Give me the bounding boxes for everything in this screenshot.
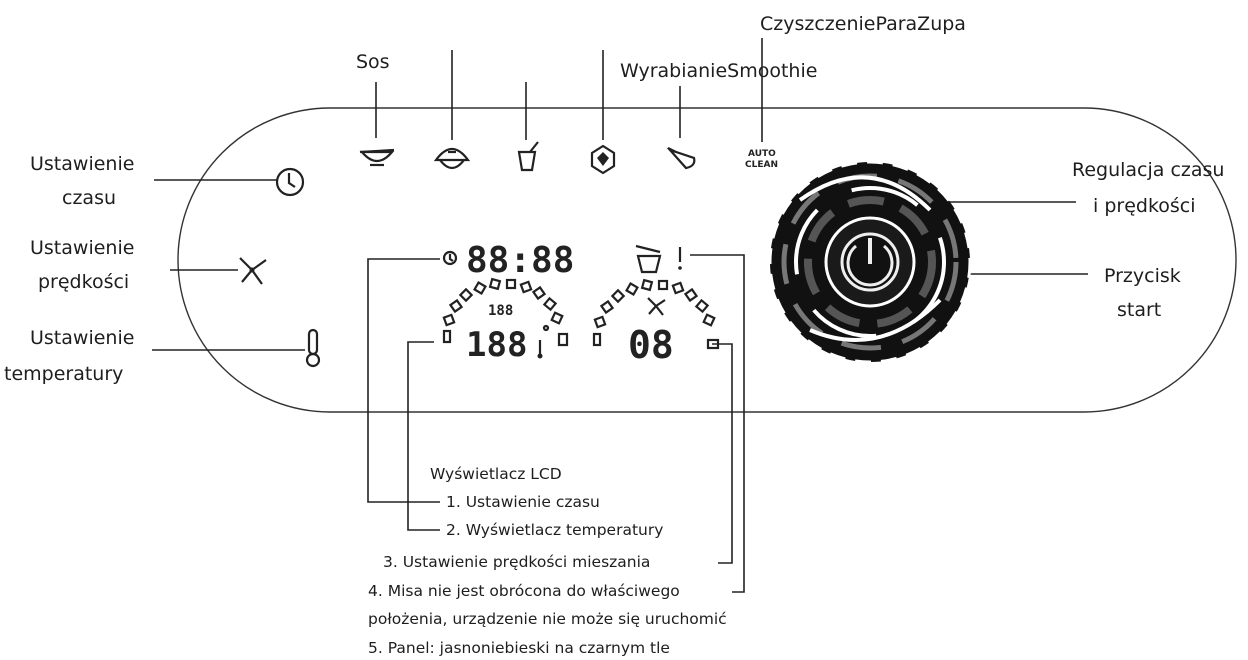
lcd-display: 88:88 188 188 [442,240,720,367]
soup-bowl-icon[interactable] [666,147,696,170]
label-start-1: Przycisk [1104,265,1181,287]
power-icon[interactable] [840,232,900,292]
bowl-warning-icon [635,244,682,274]
note-item-4b: położenia, urządzenie nie może się uruch… [368,610,727,628]
kneading-icon[interactable] [590,144,616,175]
label-speed-setting-2: prędkości [38,271,129,293]
label-wyrabianie-smoothie: WyrabianieSmoothie [620,60,817,82]
steamer-icon[interactable] [433,147,471,170]
lcd-small-digits: 188 [488,303,513,319]
clock-icon[interactable] [275,167,305,197]
label-temp-setting-2: temperatury [4,363,123,385]
blade-icon[interactable] [239,257,267,285]
label-czyszczenie-para-zupa: CzyszczenieParaZupa [760,13,966,35]
lcd-time-digits: 88:88 [466,240,574,281]
lcd-clock-icon [442,250,458,266]
lcd-speed-digits: 08 [628,323,674,367]
speed-arc [592,278,720,350]
note-item-4a: 4. Misa nie jest obrócona do właściwego [368,582,680,600]
note-item-5: 5. Panel: jasnoniebieski na czarnym tle [368,639,670,657]
lcd-temperature-digits: 188 [466,325,527,365]
svg-text:CLEAN: CLEAN [745,160,778,170]
thermometer-icon[interactable] [305,328,321,368]
label-knob-2: i prędkości [1093,195,1196,217]
notes-title: Wyświetlacz LCD [430,465,562,483]
leader-lcd-speed [712,343,733,564]
label-time-setting-2: czasu [62,187,116,209]
leader-lcd-time [367,258,440,503]
leader-lcd-temp [407,341,440,531]
svg-text:AUTO: AUTO [748,149,776,159]
temperature-arc [442,277,569,347]
note-item-2: 2. Wyświetlacz temperatury [446,521,663,539]
lcd-blade-icon [647,297,666,316]
note-item-3: 3. Ustawienie prędkości mieszania [383,553,650,571]
label-start-2: start [1117,299,1161,321]
control-panel-outline [177,107,1237,413]
label-sos: Sos [356,51,390,73]
lcd-thermometer-icon [537,324,550,359]
leader-lcd-bowl [690,254,745,593]
label-knob-1: Regulacja czasu [1072,159,1224,181]
note-item-1: 1. Ustawienie czasu [446,493,600,511]
label-speed-setting-1: Ustawienie [30,237,134,259]
sauce-boat-icon[interactable] [359,148,395,167]
smoothie-glass-icon[interactable] [517,141,539,172]
label-temp-setting-1: Ustawienie [30,327,134,349]
label-time-setting-1: Ustawienie [30,153,134,175]
auto-clean-icon[interactable]: AUTO CLEAN [745,149,778,170]
